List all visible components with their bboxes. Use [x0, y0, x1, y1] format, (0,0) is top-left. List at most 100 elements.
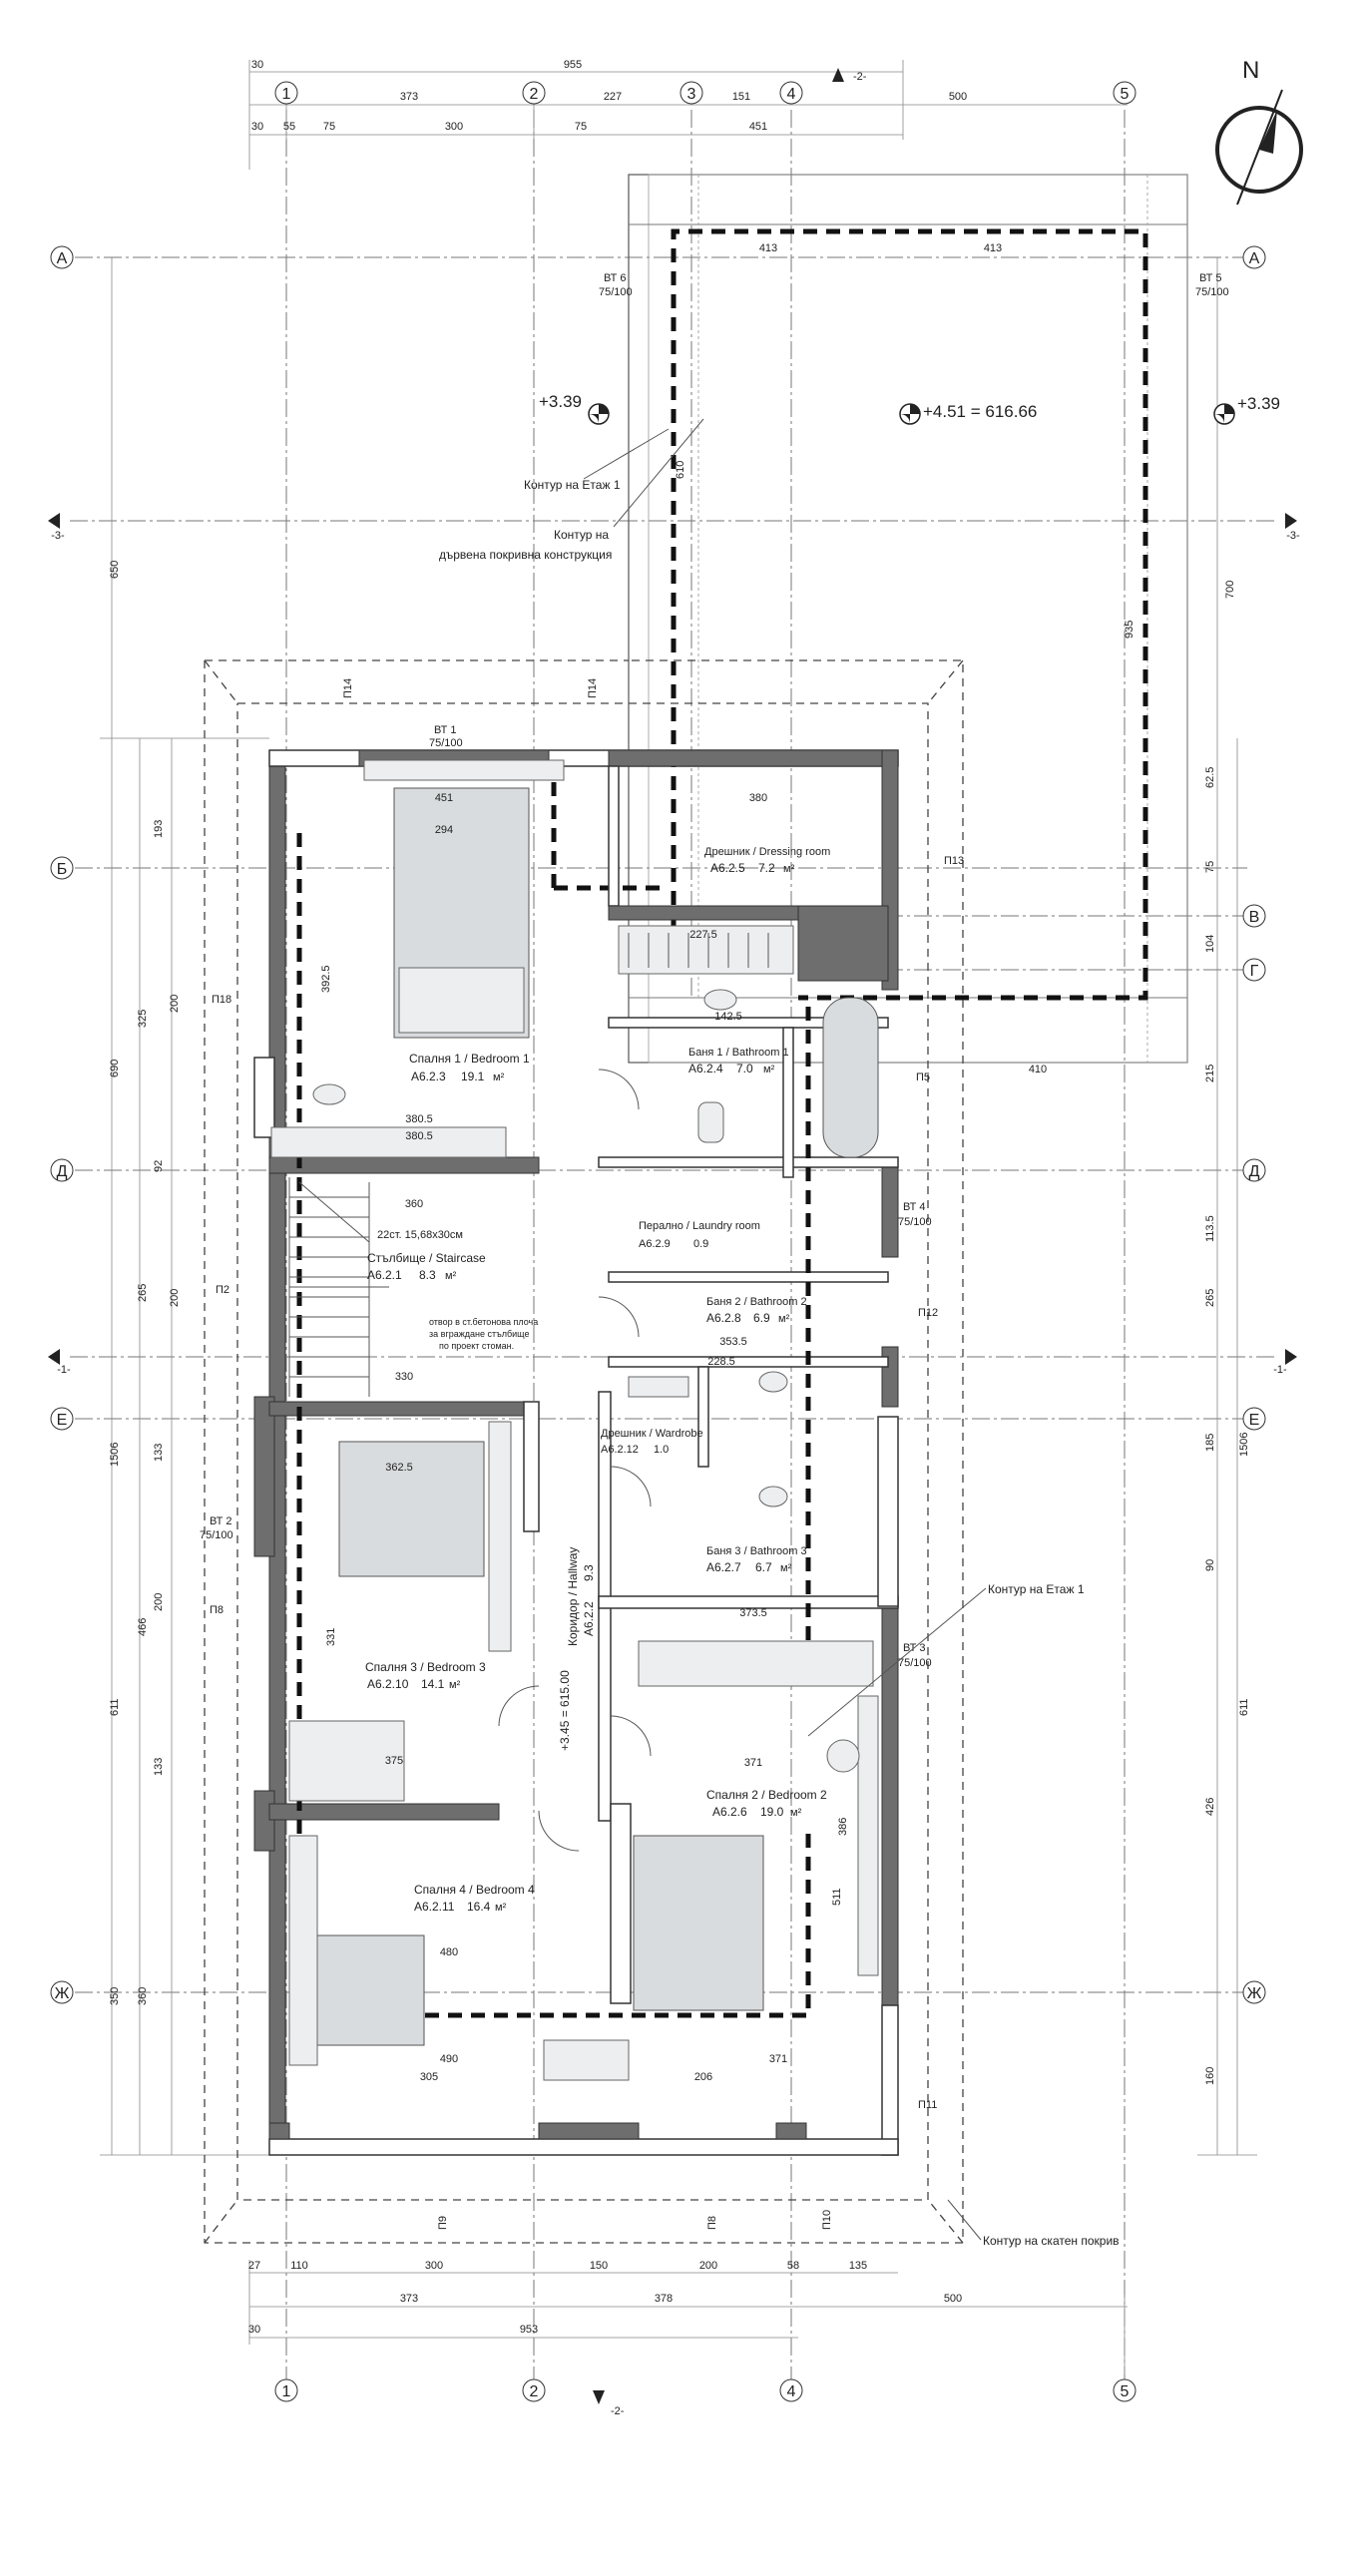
room-bedroom2: Спалня 2 / Bedroom 2 А6.2.6 19.0 м²: [706, 1788, 827, 1819]
tag-bt6: ВТ 6: [604, 272, 627, 284]
bot-dim-12: 953: [520, 2324, 538, 2336]
svg-text:П12: П12: [918, 1307, 938, 1319]
note-contour-wood-roof-1: Контур на: [554, 528, 609, 542]
svg-text:6.9: 6.9: [753, 1311, 770, 1325]
interior-walls: [268, 765, 899, 2004]
room-bath2: Баня 2 / Bathroom 2 А6.2.8 6.9 м²: [706, 1296, 807, 1325]
svg-text:375: 375: [385, 1755, 403, 1767]
row-D-left: Д: [57, 1163, 68, 1180]
left-inner-6: 200: [153, 1593, 165, 1611]
svg-text:206: 206: [694, 2071, 712, 2083]
top-dim-8: 300: [445, 121, 463, 133]
svg-text:75/100: 75/100: [200, 1529, 233, 1541]
svg-text:305: 305: [420, 2071, 438, 2083]
left-inner-5: 133: [153, 1444, 165, 1462]
right-inner-10: 160: [1204, 2067, 1216, 2085]
svg-text:П14: П14: [342, 678, 354, 698]
svg-text:228.5: 228.5: [707, 1356, 735, 1368]
room-bedroom3: Спалня 3 / Bedroom 3 А6.2.10 14.1 м²: [365, 1660, 486, 1691]
bot-dim-11: 30: [248, 2324, 260, 2336]
svg-text:П5: П5: [916, 1072, 930, 1083]
svg-text:м²: м²: [790, 1807, 802, 1819]
svg-text:м²: м²: [778, 1313, 790, 1325]
svg-text:Спалня 1 / Bedroom 1: Спалня 1 / Bedroom 1: [409, 1052, 530, 1066]
door-swings: [498, 1069, 652, 1852]
top-dim-offset: 30: [251, 59, 263, 71]
svg-text:А6.2.4: А6.2.4: [688, 1062, 723, 1075]
bot-dim-3: 300: [425, 2260, 443, 2272]
svg-text:480: 480: [440, 1946, 458, 1958]
col-1-bottom: 1: [282, 2383, 291, 2400]
note-slab-3: по проект стоман.: [439, 1341, 514, 1351]
right-outer-3: 611: [1238, 1698, 1250, 1716]
right-inner-2: 75: [1204, 861, 1216, 873]
left-inner-4: 265: [137, 1284, 149, 1302]
svg-text:14.1: 14.1: [421, 1677, 445, 1691]
svg-text:22ст. 15,68x30см: 22ст. 15,68x30см: [377, 1229, 463, 1241]
svg-text:371: 371: [769, 2053, 787, 2065]
svg-text:0.9: 0.9: [693, 1238, 708, 1250]
left-outer-1: 650: [109, 561, 121, 579]
roof-dim-610: 610: [675, 461, 686, 479]
svg-text:Баня 1 / Bathroom 1: Баня 1 / Bathroom 1: [688, 1047, 789, 1059]
svg-text:ВТ 2: ВТ 2: [210, 1515, 232, 1527]
svg-text:386: 386: [837, 1818, 849, 1836]
svg-text:490: 490: [440, 2053, 458, 2065]
right-inner-5: 113.5: [1204, 1215, 1216, 1242]
svg-text:м²: м²: [780, 1562, 792, 1574]
svg-text:П8: П8: [706, 2216, 718, 2230]
row-E-right: Е: [1249, 1412, 1260, 1429]
bot-dim-6: 58: [787, 2260, 799, 2272]
left-inner-2: 325: [137, 1010, 149, 1028]
top-dim-1: 373: [400, 91, 418, 103]
note-contour-floor1-top: Контур на Етаж 1: [524, 478, 621, 492]
note-contour-floor1-right: Контур на Етаж 1: [988, 1582, 1085, 1596]
svg-text:7.2: 7.2: [758, 861, 775, 875]
right-inner-4: 215: [1204, 1065, 1216, 1082]
roof-dim-935: 935: [1124, 621, 1136, 639]
right-outer-1: 700: [1224, 581, 1236, 599]
room-staircase: 22ст. 15,68x30см Стълбище / Staircase А6…: [367, 1229, 486, 1282]
svg-text:А6.2.6: А6.2.6: [712, 1805, 747, 1819]
svg-text:А6.2.5: А6.2.5: [710, 861, 745, 875]
top-dimension-lines: [248, 60, 1128, 170]
svg-text:373.5: 373.5: [739, 1607, 767, 1619]
roof-dim-410: 410: [1029, 1064, 1047, 1075]
left-inner-7: 133: [153, 1758, 165, 1776]
north-label: N: [1242, 57, 1259, 84]
left-inner2-1: 200: [169, 995, 181, 1013]
svg-text:П8: П8: [210, 1604, 224, 1616]
roof-dim-413-b: 413: [984, 242, 1002, 254]
tag-bt5-size: 75/100: [1195, 286, 1229, 298]
bot-dim-7: 135: [849, 2260, 867, 2272]
column-bubbles-bottom: [274, 2378, 1136, 2402]
svg-text:362.5: 362.5: [385, 1462, 413, 1474]
level-roof: +4.51 = 616.66: [923, 402, 1037, 421]
row-bubbles: [50, 245, 1266, 2004]
right-inner-6: 265: [1204, 1289, 1216, 1307]
svg-text:1.0: 1.0: [654, 1444, 669, 1456]
top-dim-10: 451: [749, 121, 767, 133]
top-dim-4: 500: [949, 91, 967, 103]
tag-bt5: ВТ 5: [1199, 272, 1222, 284]
svg-text:75/100: 75/100: [898, 1657, 932, 1669]
room-dressing: Дрешник / Dressing room А6.2.5 7.2 м²: [704, 846, 830, 875]
right-inner-8: 90: [1204, 1559, 1216, 1571]
left-outer-2: 690: [109, 1060, 121, 1077]
col-5-bottom: 5: [1121, 2383, 1130, 2400]
col-4-bottom: 4: [787, 2383, 796, 2400]
bot-dim-8: 373: [400, 2293, 418, 2305]
contour-line-2: [296, 833, 811, 2018]
bot-dim-5: 200: [699, 2260, 717, 2272]
svg-text:П2: П2: [216, 1284, 229, 1296]
svg-text:330: 330: [395, 1371, 413, 1383]
left-outer-5: 611: [109, 1698, 121, 1716]
svg-text:19.1: 19.1: [461, 1070, 485, 1083]
col-3-top: 3: [687, 86, 696, 103]
svg-text:Спалня 4 / Bedroom 4: Спалня 4 / Bedroom 4: [414, 1883, 535, 1897]
svg-text:м²: м²: [449, 1679, 461, 1691]
svg-text:П13: П13: [944, 855, 964, 867]
svg-text:А6.2.1: А6.2.1: [367, 1268, 402, 1282]
svg-text:8.3: 8.3: [419, 1268, 436, 1282]
svg-text:П14: П14: [587, 678, 599, 698]
